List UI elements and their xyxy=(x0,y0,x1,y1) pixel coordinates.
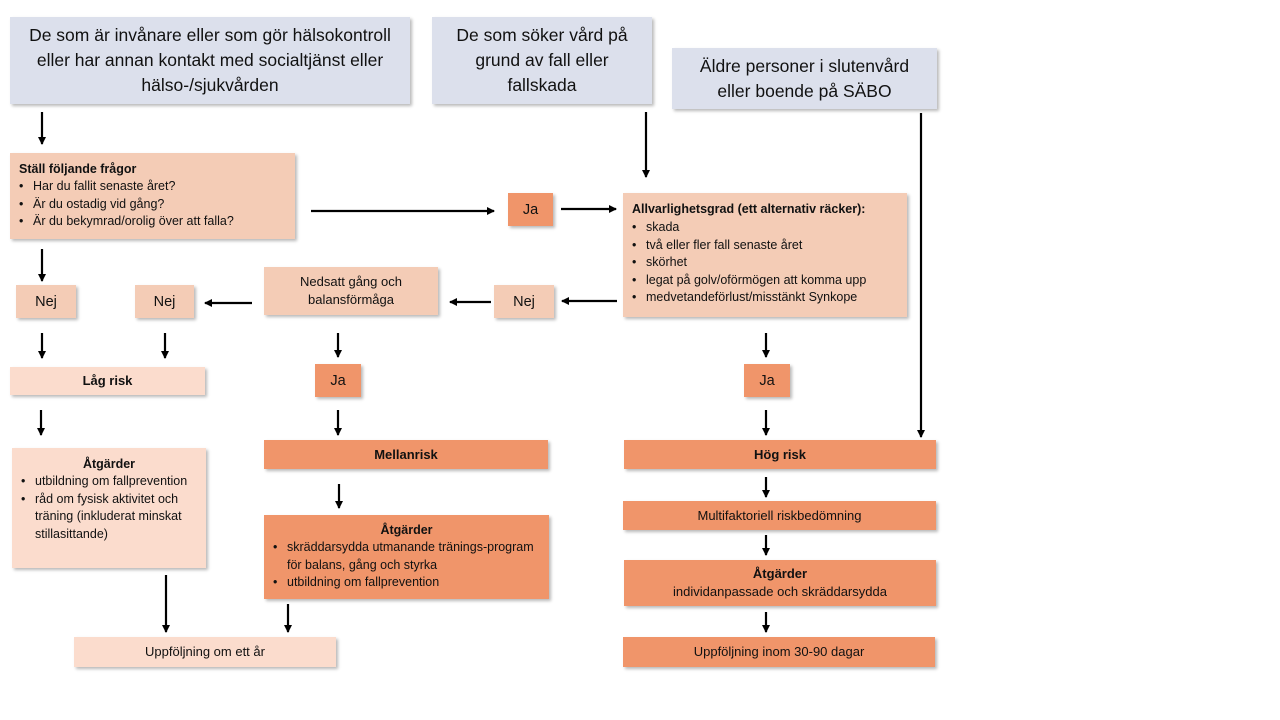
no-box-questions: Nej xyxy=(16,285,76,318)
question-item: Är du bekymrad/orolig över att falla? xyxy=(19,213,286,231)
population-care-seekers-box: De som söker vård på grund av fall eller… xyxy=(432,17,652,104)
high-risk-label: Hög risk xyxy=(753,446,806,462)
measures-high-subtitle: individanpassade och skräddarsydda xyxy=(673,584,887,599)
low-risk-label: Låg risk xyxy=(82,373,133,388)
severity-list: skada två eller fler fall senaste året s… xyxy=(632,219,898,307)
gait-balance-box: Nedsatt gång och balansförmåga xyxy=(264,267,438,315)
yes-box-severity: Ja xyxy=(744,364,790,397)
no-box-severity: Nej xyxy=(494,285,554,318)
severity-item: skörhet xyxy=(632,254,898,272)
measures-high-title: Åtgärder xyxy=(752,566,808,581)
followup-one-year-box: Uppföljning om ett år xyxy=(74,637,336,667)
yes-box-questions: Ja xyxy=(508,193,553,226)
population-residents-box: De som är invånare eller som gör hälsoko… xyxy=(10,17,410,104)
high-risk-box: Hög risk xyxy=(624,440,936,469)
yes-label: Ja xyxy=(330,372,346,389)
questions-box: Ställ följande frågor Har du fallit sena… xyxy=(10,153,295,239)
followup-one-year-label: Uppföljning om ett år xyxy=(145,644,265,659)
measures-medium-box: Åtgärder skräddarsydda utmanande träning… xyxy=(264,515,549,599)
questions-title: Ställ följande frågor xyxy=(19,162,137,176)
low-risk-box: Låg risk xyxy=(10,367,205,395)
medium-risk-label: Mellanrisk xyxy=(374,446,438,462)
multifactorial-box: Multifaktoriell riskbedömning xyxy=(623,501,936,530)
population-care-seekers-text: De som söker vård på grund av fall eller… xyxy=(456,25,628,95)
severity-item: två eller fler fall senaste året xyxy=(632,237,898,255)
severity-item: legat på golv/oförmögen att komma upp xyxy=(632,272,898,290)
population-elderly-box: Äldre personer i slutenvård eller boende… xyxy=(672,48,937,109)
measures-low-list: utbildning om fallprevention råd om fysi… xyxy=(21,473,197,543)
yes-label: Ja xyxy=(522,201,539,218)
followup-days-box: Uppföljning inom 30-90 dagar xyxy=(623,637,935,667)
yes-box-gait: Ja xyxy=(315,364,361,397)
measure-item: utbildning om fallprevention xyxy=(273,574,540,592)
measure-item: utbildning om fallprevention xyxy=(21,473,197,491)
measures-medium-title: Åtgärder xyxy=(380,523,433,537)
severity-item: skada xyxy=(632,219,898,237)
followup-days-label: Uppföljning inom 30-90 dagar xyxy=(693,644,865,659)
medium-risk-box: Mellanrisk xyxy=(264,440,548,469)
no-label: Nej xyxy=(35,293,57,310)
measure-item: skräddarsydda utmanande tränings-program… xyxy=(273,539,540,574)
questions-list: Har du fallit senaste året? Är du ostadi… xyxy=(19,178,286,231)
no-box-gait: Nej xyxy=(135,285,194,318)
multifactorial-label: Multifaktoriell riskbedömning xyxy=(697,507,862,523)
question-item: Är du ostadig vid gång? xyxy=(19,196,286,214)
measures-high-box: Åtgärder individanpassade och skräddarsy… xyxy=(624,560,936,606)
no-label: Nej xyxy=(153,293,176,310)
question-item: Har du fallit senaste året? xyxy=(19,178,286,196)
population-elderly-text: Äldre personer i slutenvård eller boende… xyxy=(699,55,910,101)
population-residents-text: De som är invånare eller som gör hälsoko… xyxy=(29,25,391,95)
yes-label: Ja xyxy=(759,372,775,389)
severity-title: Allvarlighetsgrad (ett alternativ räcker… xyxy=(632,202,866,216)
measures-low-title: Åtgärder xyxy=(82,457,136,471)
gait-balance-text: Nedsatt gång och balansförmåga xyxy=(300,274,402,307)
severity-item: medvetandeförlust/misstänkt Synkope xyxy=(632,289,898,307)
no-label: Nej xyxy=(513,293,535,310)
severity-box: Allvarlighetsgrad (ett alternativ räcker… xyxy=(623,193,907,317)
measures-medium-list: skräddarsydda utmanande tränings-program… xyxy=(273,539,540,592)
measures-low-box: Åtgärder utbildning om fallprevention rå… xyxy=(12,448,206,568)
measure-item: råd om fysisk aktivitet och träning (ink… xyxy=(21,491,197,544)
